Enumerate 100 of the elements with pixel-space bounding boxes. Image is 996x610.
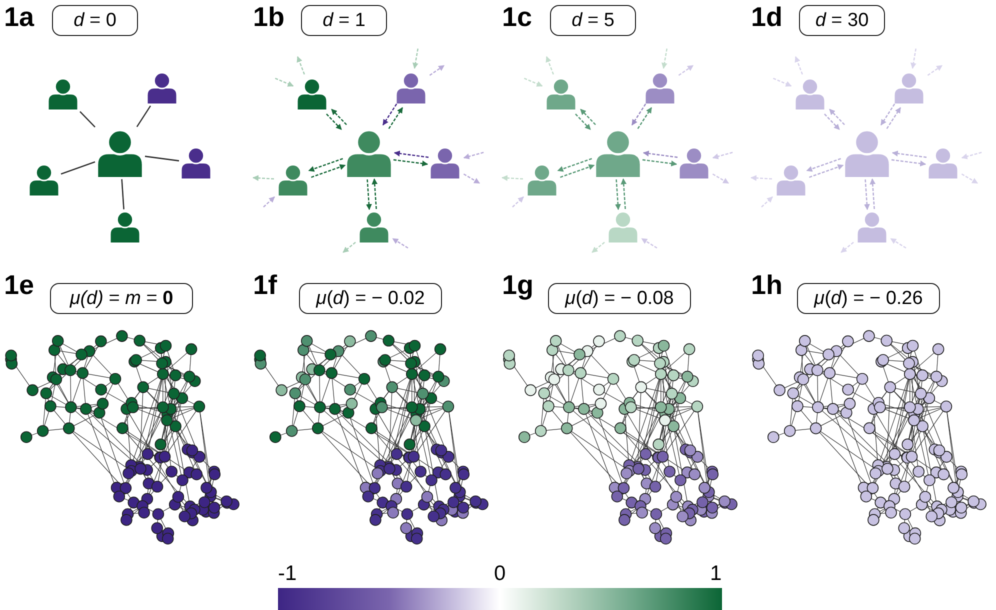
- arrow: [824, 114, 840, 130]
- parameter-box: μ(d) = − 0.26: [797, 283, 940, 314]
- arrow: [661, 48, 668, 69]
- arrow: [310, 164, 346, 178]
- arrow: [880, 104, 896, 126]
- arrow: [631, 104, 646, 126]
- arrow: [910, 48, 917, 69]
- person-icon: [110, 211, 140, 243]
- arrow: [502, 175, 524, 181]
- arrow: [592, 242, 605, 253]
- arrow: [393, 159, 428, 166]
- arrow: [642, 159, 678, 166]
- arrow: [575, 114, 591, 130]
- arrow: [342, 242, 356, 253]
- arrow: [263, 196, 275, 208]
- person-icon: [346, 128, 392, 178]
- arrow: [927, 64, 943, 76]
- arrow: [712, 173, 730, 184]
- arrow: [806, 158, 842, 172]
- person-icon: [857, 211, 887, 243]
- person-icon: [645, 72, 675, 104]
- link-line: [60, 161, 96, 175]
- arrow: [296, 56, 305, 75]
- arrow: [382, 104, 398, 126]
- arrow: [412, 48, 419, 69]
- panel-label: 1e: [4, 270, 34, 300]
- arrow: [546, 56, 554, 75]
- person-icon: [894, 72, 924, 104]
- person-icon: [396, 72, 426, 104]
- arrow: [620, 178, 627, 210]
- arrow: [394, 150, 429, 158]
- arrow: [892, 150, 927, 158]
- person-icon: [278, 164, 308, 196]
- arrow: [840, 242, 854, 253]
- person-icon: [776, 164, 806, 196]
- arrow: [890, 238, 906, 249]
- person-icon: [97, 128, 143, 178]
- arrow: [829, 108, 845, 126]
- arrow: [331, 108, 347, 126]
- person-icon: [795, 78, 825, 110]
- parameter-box: d = 1: [301, 5, 387, 36]
- parameter-box: d = 0: [52, 5, 138, 36]
- arrow: [750, 175, 772, 181]
- arrow: [808, 164, 844, 178]
- arrow: [870, 178, 876, 210]
- person-icon: [147, 72, 177, 104]
- panel-label: 1d: [751, 2, 783, 32]
- person-icon: [29, 164, 59, 196]
- person-icon: [181, 147, 211, 179]
- parameter-box: d = 5: [550, 5, 636, 36]
- tick-label: -1: [278, 563, 297, 585]
- arrow: [614, 179, 621, 210]
- arrow: [864, 179, 870, 210]
- arrow: [512, 196, 524, 208]
- person-icon: [608, 211, 638, 243]
- arrow: [712, 152, 733, 160]
- arrow: [326, 114, 342, 130]
- panel-label: 1c: [502, 2, 532, 32]
- panel-label: 1a: [4, 2, 34, 32]
- person-icon: [527, 164, 557, 196]
- arrow: [886, 107, 902, 130]
- person-icon: [679, 147, 709, 179]
- link-line: [144, 156, 180, 162]
- person-icon: [844, 128, 890, 178]
- panel-label: 1h: [751, 270, 783, 300]
- arrow: [560, 164, 595, 178]
- arrow: [678, 64, 694, 76]
- person-icon: [928, 147, 958, 179]
- arrow: [961, 173, 978, 184]
- panel-label: 1g: [502, 270, 534, 300]
- arrow: [392, 238, 408, 249]
- arrow: [463, 152, 484, 160]
- arrow: [637, 107, 652, 130]
- arrow: [308, 158, 344, 172]
- arrow: [274, 78, 294, 87]
- arrow: [891, 159, 926, 166]
- arrow: [580, 108, 596, 126]
- person-icon: [48, 78, 78, 110]
- arrow: [641, 238, 658, 249]
- arrow: [772, 78, 792, 87]
- panel-label: 1f: [253, 270, 278, 300]
- arrow: [524, 78, 543, 87]
- person-icon: [595, 128, 641, 178]
- arrow: [463, 173, 480, 184]
- arrow: [372, 178, 378, 210]
- link-line: [80, 111, 96, 128]
- link-line: [121, 179, 124, 210]
- person-icon: [430, 147, 460, 179]
- arrow: [429, 64, 445, 76]
- arrow: [642, 150, 678, 158]
- arrow: [388, 107, 404, 130]
- tick-label: 0: [494, 563, 506, 585]
- person-icon: [359, 211, 389, 243]
- parameter-box: μ(d) = − 0.08: [548, 283, 691, 314]
- arrow: [366, 179, 372, 210]
- parameter-box: μ(d) = − 0.02: [299, 283, 442, 314]
- arrow: [557, 158, 592, 172]
- person-icon: [297, 78, 327, 110]
- link-line: [136, 105, 152, 128]
- arrow: [794, 56, 803, 75]
